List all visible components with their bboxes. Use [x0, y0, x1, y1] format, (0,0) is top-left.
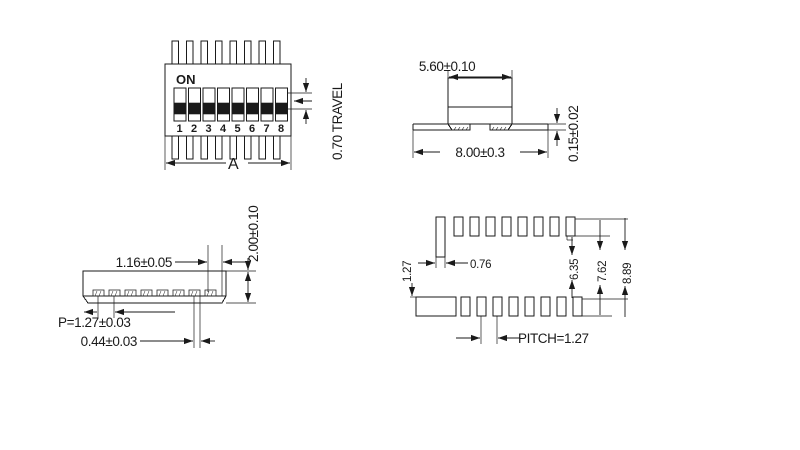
dimension-travel: [287, 78, 312, 124]
dimension-lead-thickness: [540, 108, 566, 146]
footprint-pad: [460, 296, 471, 317]
dimension-label-body-height: 2.00±0.10: [246, 206, 261, 262]
dimension-label-travel: 0.70 TRAVEL: [330, 82, 345, 160]
footprint-pad: [415, 296, 457, 317]
footprint-pad: [453, 216, 464, 237]
switch-actuator-7[interactable]: [260, 87, 274, 122]
dimension-overall-width-a: A: [164, 136, 292, 173]
switch-number-6: 6: [249, 123, 255, 135]
switch-actuator-8[interactable]: [275, 87, 288, 122]
switch-actuator-2[interactable]: [188, 87, 201, 122]
footprint-pad: [565, 216, 576, 237]
switch-actuator-5[interactable]: [231, 87, 245, 122]
side-view-lead-detail-box: [207, 245, 223, 296]
side-view-flange: [82, 295, 227, 304]
front-view-foot-hatching: [453, 126, 507, 131]
switch-position-numbers: 1 2 3 4 5 6 7 8: [177, 123, 285, 135]
top-view-upper-leads: [171, 40, 281, 65]
footprint-pads-top-row: [435, 216, 576, 258]
side-view-lead-stubs: [92, 289, 217, 297]
dimension-label-lead-span: 1.16±0.05: [116, 255, 172, 270]
footprint-pad: [476, 296, 487, 317]
switch-number-8: 8: [278, 123, 284, 135]
footprint-pad: [517, 216, 528, 237]
top-view-lower-leads: [171, 135, 281, 160]
footprint-pad: [572, 296, 583, 317]
dimension-lead-span: 1.16±0.05: [116, 255, 246, 270]
dimension-label-outer-span: 8.89: [622, 263, 634, 284]
footprint-extension-leaders: [566, 218, 628, 317]
front-view-body-upper: [447, 77, 513, 108]
switch-actuator-6[interactable]: [246, 87, 259, 122]
switch-number-2: 2: [191, 123, 197, 135]
footprint-pad: [508, 296, 519, 317]
dimension-label-pad-offset: 1.27: [402, 261, 414, 282]
footprint-pad: [524, 296, 535, 317]
front-view-lead-right: [489, 123, 513, 131]
switch-actuators: [173, 87, 288, 122]
dimension-pad-width: 0.76: [418, 257, 491, 271]
footprint-pad: [556, 296, 567, 317]
dimension-label-inner-span: 6.35: [569, 259, 581, 280]
footprint-pad: [533, 216, 544, 237]
dimension-pitch-footprint: PITCH=1.27: [456, 316, 589, 346]
switch-actuator-1[interactable]: [173, 87, 187, 122]
dimension-label-pad-width: 0.76: [470, 259, 491, 271]
switch-actuator-3[interactable]: [202, 87, 216, 122]
switch-number-4: 4: [220, 123, 227, 135]
side-view: 1.16±0.05 2.00±0.10 P=1.27±0.03 0.44±0.0…: [58, 206, 261, 349]
switch-number-5: 5: [235, 123, 241, 135]
dimension-label-a: A: [228, 156, 239, 173]
switch-body-outline: [164, 63, 292, 137]
dimension-label-lead-width: 0.44±0.03: [81, 334, 137, 349]
footprint-pad: [540, 296, 551, 317]
footprint-pad: [492, 296, 503, 317]
front-view-lead-left: [447, 123, 471, 131]
dimension-body-height: [226, 258, 256, 304]
switch-actuator-4[interactable]: [217, 87, 230, 122]
dimension-label-overall-width-front: 8.00±0.3: [455, 145, 504, 160]
side-view-body: [82, 270, 227, 297]
front-view-seating-plane: [412, 123, 549, 131]
footprint-pad: [435, 216, 446, 258]
dimension-label-pitch-side: P=1.27±0.03: [58, 315, 130, 330]
switch-number-7: 7: [264, 123, 270, 135]
top-view: ON: [164, 40, 345, 173]
dimension-label-mid-span: 7.62: [597, 261, 609, 282]
front-view: 5.60±0.10 8.00±0.3 0.15±0.02: [412, 59, 581, 162]
switch-number-3: 3: [206, 123, 212, 135]
dimension-lead-width: 0.44±0.03: [81, 296, 215, 349]
dimension-label-body-width: 5.60±0.10: [419, 59, 475, 74]
dimension-label-lead-thickness: 0.15±0.02: [566, 106, 581, 162]
switch-number-1: 1: [177, 123, 183, 135]
dimension-pitch-side: P=1.27±0.03: [58, 296, 175, 330]
footprint-pads-bottom-row: [415, 296, 583, 317]
front-view-body-lower: [447, 106, 513, 125]
footprint-pad: [469, 216, 480, 237]
dimension-overall-width-front: 8.00±0.3: [412, 130, 549, 160]
dimension-body-width: 5.60±0.10: [419, 59, 513, 81]
side-view-lead-hatching: [94, 290, 214, 297]
footprint-pad: [485, 216, 496, 237]
footprint-pad: [549, 216, 560, 237]
on-label: ON: [176, 72, 196, 87]
dimension-label-pitch-footprint: PITCH=1.27: [518, 331, 589, 346]
dimension-pad-offset: [408, 283, 416, 298]
footprint-pad: [501, 216, 512, 237]
pcb-footprint-view: 6.35 7.62 8.89 0.76 1.27: [402, 216, 634, 346]
